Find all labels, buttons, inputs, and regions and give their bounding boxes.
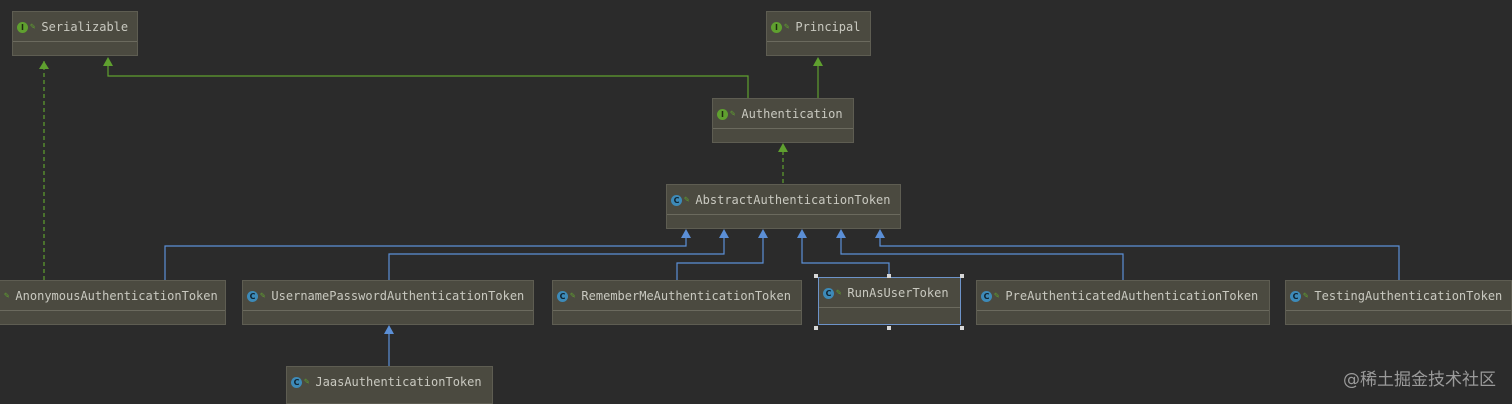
selection-handle[interactable]: [887, 326, 891, 330]
node-remember-me-authentication-token[interactable]: C ✎ RememberMeAuthenticationToken: [552, 280, 802, 325]
node-label: TestingAuthenticationToken: [1314, 289, 1503, 303]
visibility-icon: ✎: [836, 288, 842, 298]
node-label: JaasAuthenticationToken: [315, 375, 482, 389]
edge-preauth-abstract: [840, 233, 1124, 280]
node-authentication[interactable]: I ✎ Authentication: [712, 98, 854, 143]
visibility-icon: ✎: [4, 291, 10, 301]
node-label: Serializable: [41, 20, 129, 34]
selection-handle[interactable]: [814, 326, 818, 330]
node-username-password-authentication-token[interactable]: C ✎ UsernamePasswordAuthenticationToken: [242, 280, 534, 325]
visibility-icon: ✎: [304, 377, 310, 387]
watermark: @稀土掘金技术社区: [1343, 370, 1496, 390]
node-pre-authenticated-authentication-token[interactable]: C ✎ PreAuthenticatedAuthenticationToken: [976, 280, 1270, 325]
node-abstract-authentication-token[interactable]: C ✎ AbstractAuthenticationToken: [666, 184, 901, 229]
visibility-icon: ✎: [684, 195, 690, 205]
visibility-icon: ✎: [784, 22, 790, 32]
class-icon: C: [557, 290, 568, 302]
selection-handle[interactable]: [960, 326, 964, 330]
node-label: PreAuthenticatedAuthenticationToken: [1005, 289, 1259, 303]
class-icon: C: [1290, 290, 1301, 302]
selection-handle[interactable]: [814, 274, 818, 278]
node-testing-authentication-token[interactable]: C ✎ TestingAuthenticationToken: [1285, 280, 1512, 325]
edge-authentication-serializable: [107, 61, 749, 99]
edge-rememberme-abstract: [676, 233, 764, 280]
node-anonymous-authentication-token[interactable]: C ✎ AnonymousAuthenticationToken: [0, 280, 226, 325]
node-label: AbstractAuthenticationToken: [695, 193, 891, 207]
class-icon: C: [981, 290, 992, 302]
interface-icon: I: [771, 21, 782, 33]
node-principal[interactable]: I ✎ Principal: [766, 11, 871, 56]
node-label: AnonymousAuthenticationToken: [15, 289, 218, 303]
node-label: UsernamePasswordAuthenticationToken: [271, 289, 525, 303]
visibility-icon: ✎: [730, 109, 736, 119]
node-label: RememberMeAuthenticationToken: [581, 289, 791, 303]
class-icon: C: [671, 194, 682, 206]
visibility-icon: ✎: [1303, 291, 1309, 301]
class-icon: C: [291, 376, 302, 388]
edge-runas-abstract: [801, 233, 890, 276]
visibility-icon: ✎: [30, 22, 36, 32]
edge-username-abstract: [388, 233, 725, 280]
selection-handle[interactable]: [887, 274, 891, 278]
node-serializable[interactable]: I ✎ Serializable: [12, 11, 138, 56]
visibility-icon: ✎: [260, 291, 266, 301]
node-label: RunAsUserToken: [847, 286, 949, 300]
visibility-icon: ✎: [570, 291, 576, 301]
class-icon: C: [247, 290, 258, 302]
node-label: Principal: [795, 20, 861, 34]
node-run-as-user-token[interactable]: C ✎ RunAsUserToken: [818, 277, 961, 325]
node-label: Authentication: [741, 107, 843, 121]
edge-anonymous-abstract: [164, 233, 687, 280]
interface-icon: I: [717, 108, 728, 120]
edge-testing-abstract: [879, 233, 1400, 280]
visibility-icon: ✎: [994, 291, 1000, 301]
class-icon: C: [823, 287, 834, 299]
selection-handle[interactable]: [960, 274, 964, 278]
interface-icon: I: [17, 21, 28, 33]
node-jaas-authentication-token[interactable]: C ✎ JaasAuthenticationToken: [286, 366, 493, 404]
